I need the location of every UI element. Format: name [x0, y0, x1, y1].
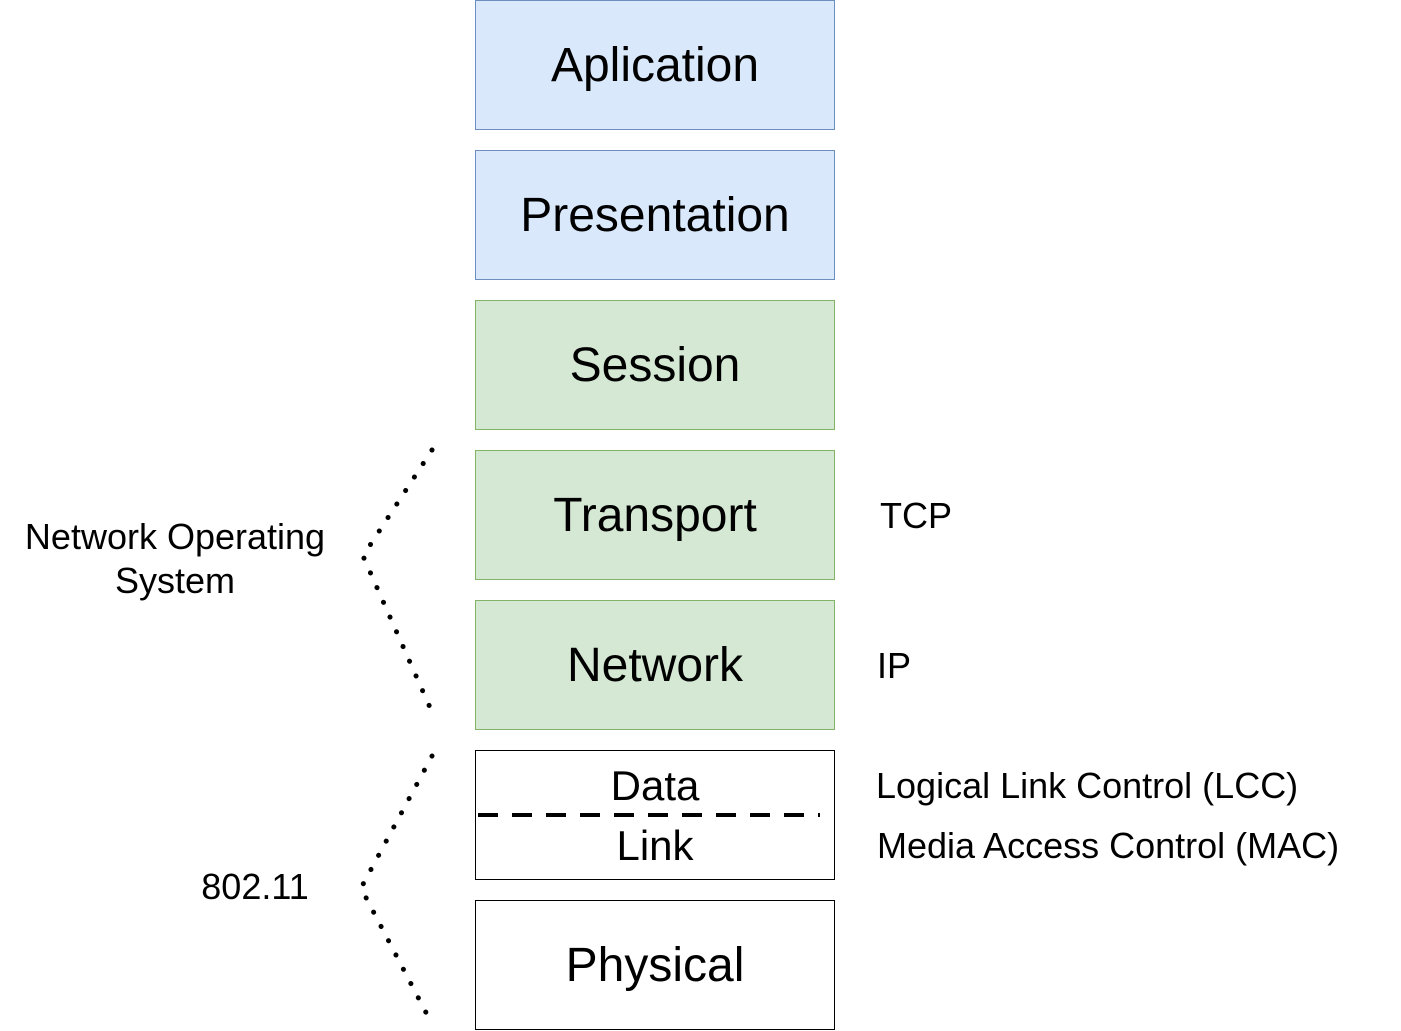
layer-datalink-label-bottom: Link: [616, 822, 694, 869]
layer-network-label: Network: [566, 638, 744, 692]
bracket-nos-dotted: [360, 447, 435, 715]
layer-physical: Physical: [475, 900, 835, 1030]
layer-application: Aplication: [475, 0, 835, 130]
layer-datalink: Data Link: [475, 750, 835, 880]
group-nos-label: Network Operating System: [0, 515, 350, 603]
protocol-mac-label: Media Access Control (MAC): [877, 825, 1340, 866]
layer-transport: Transport: [475, 450, 835, 580]
layer-presentation-label: Presentation: [520, 188, 790, 242]
protocol-ip-label: IP: [877, 645, 912, 686]
group-nos-label-line2: System: [114, 560, 236, 601]
layer-application-label: Aplication: [550, 38, 760, 92]
protocol-tcp-label: TCP: [880, 495, 952, 536]
layer-transport-label: Transport: [553, 488, 757, 542]
layer-presentation: Presentation: [475, 150, 835, 280]
bracket-wifi-dotted: [358, 753, 435, 1027]
layer-datalink-label-top: Data: [610, 762, 700, 809]
layer-session: Session: [475, 300, 835, 430]
group-wifi-label: 802.11: [201, 866, 309, 907]
layer-physical-label: Physical: [565, 938, 745, 992]
protocol-llc-label: Logical Link Control (LCC): [876, 765, 1299, 806]
layer-network: Network: [475, 600, 835, 730]
group-nos-label-line1: Network Operating: [24, 516, 326, 557]
layer-session-label: Session: [569, 338, 741, 392]
